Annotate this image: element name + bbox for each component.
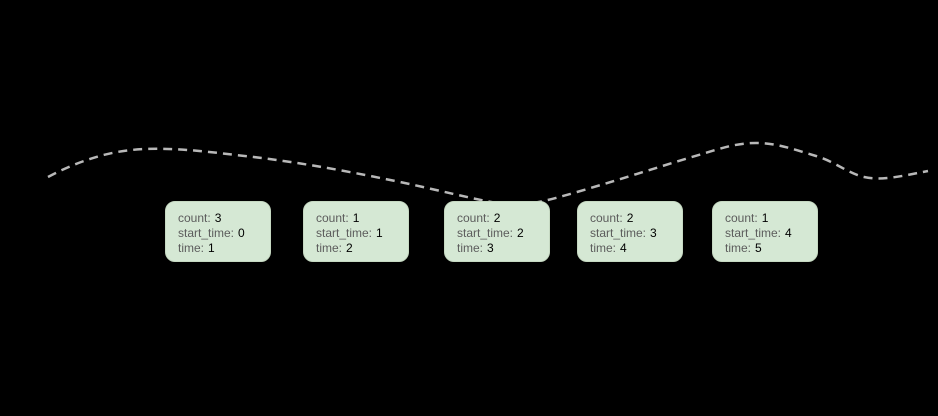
time-label: time: — [725, 241, 752, 255]
window-counter-box-5: count:1 start_time:4 time:5 — [712, 201, 818, 262]
window-counter-box-3: count:2 start_time:2 time:3 — [444, 201, 550, 262]
count-line: count:1 — [316, 211, 404, 226]
count-line: count:2 — [590, 211, 678, 226]
count-value: 1 — [761, 211, 769, 225]
time-value: 3 — [487, 241, 494, 255]
time-line: time:2 — [316, 241, 404, 256]
count-label: count: — [590, 211, 623, 225]
count-label: count: — [178, 211, 211, 225]
dashed-curve — [47, 141, 929, 206]
time-value: 4 — [620, 241, 627, 255]
start-time-line: start_time:4 — [725, 226, 813, 241]
count-label: count: — [725, 211, 758, 225]
start-time-line: start_time:1 — [316, 226, 404, 241]
window-counter-box-2: count:1 start_time:1 time:2 — [303, 201, 409, 262]
start-time-label: start_time: — [316, 226, 373, 240]
count-line: count:1 — [725, 211, 813, 226]
start-time-line: start_time:2 — [457, 226, 545, 241]
start-time-value: 0 — [238, 226, 245, 240]
time-label: time: — [316, 241, 343, 255]
count-value: 3 — [214, 211, 222, 225]
start-time-value: 4 — [785, 226, 792, 240]
start-time-value: 2 — [517, 226, 524, 240]
count-line: count:2 — [457, 211, 545, 226]
count-value: 2 — [493, 211, 501, 225]
start-time-label: start_time: — [590, 226, 647, 240]
start-time-label: start_time: — [178, 226, 235, 240]
start-time-value: 1 — [376, 226, 383, 240]
count-label: count: — [457, 211, 490, 225]
start-time-label: start_time: — [457, 226, 514, 240]
time-line: time:3 — [457, 241, 545, 256]
time-line: time:4 — [590, 241, 678, 256]
time-label: time: — [590, 241, 617, 255]
time-value: 2 — [346, 241, 353, 255]
time-line: time:1 — [178, 241, 266, 256]
time-label: time: — [178, 241, 205, 255]
time-label: time: — [457, 241, 484, 255]
start-time-label: start_time: — [725, 226, 782, 240]
count-value: 1 — [352, 211, 360, 225]
window-counter-box-4: count:2 start_time:3 time:4 — [577, 201, 683, 262]
count-value: 2 — [626, 211, 634, 225]
window-counter-box-1: count:3 start_time:0 time:1 — [165, 201, 271, 262]
time-line: time:5 — [725, 241, 813, 256]
count-line: count:3 — [178, 211, 266, 226]
time-value: 1 — [208, 241, 215, 255]
start-time-value: 3 — [650, 226, 657, 240]
start-time-line: start_time:0 — [178, 226, 266, 241]
count-label: count: — [316, 211, 349, 225]
time-value: 5 — [755, 241, 762, 255]
start-time-line: start_time:3 — [590, 226, 678, 241]
